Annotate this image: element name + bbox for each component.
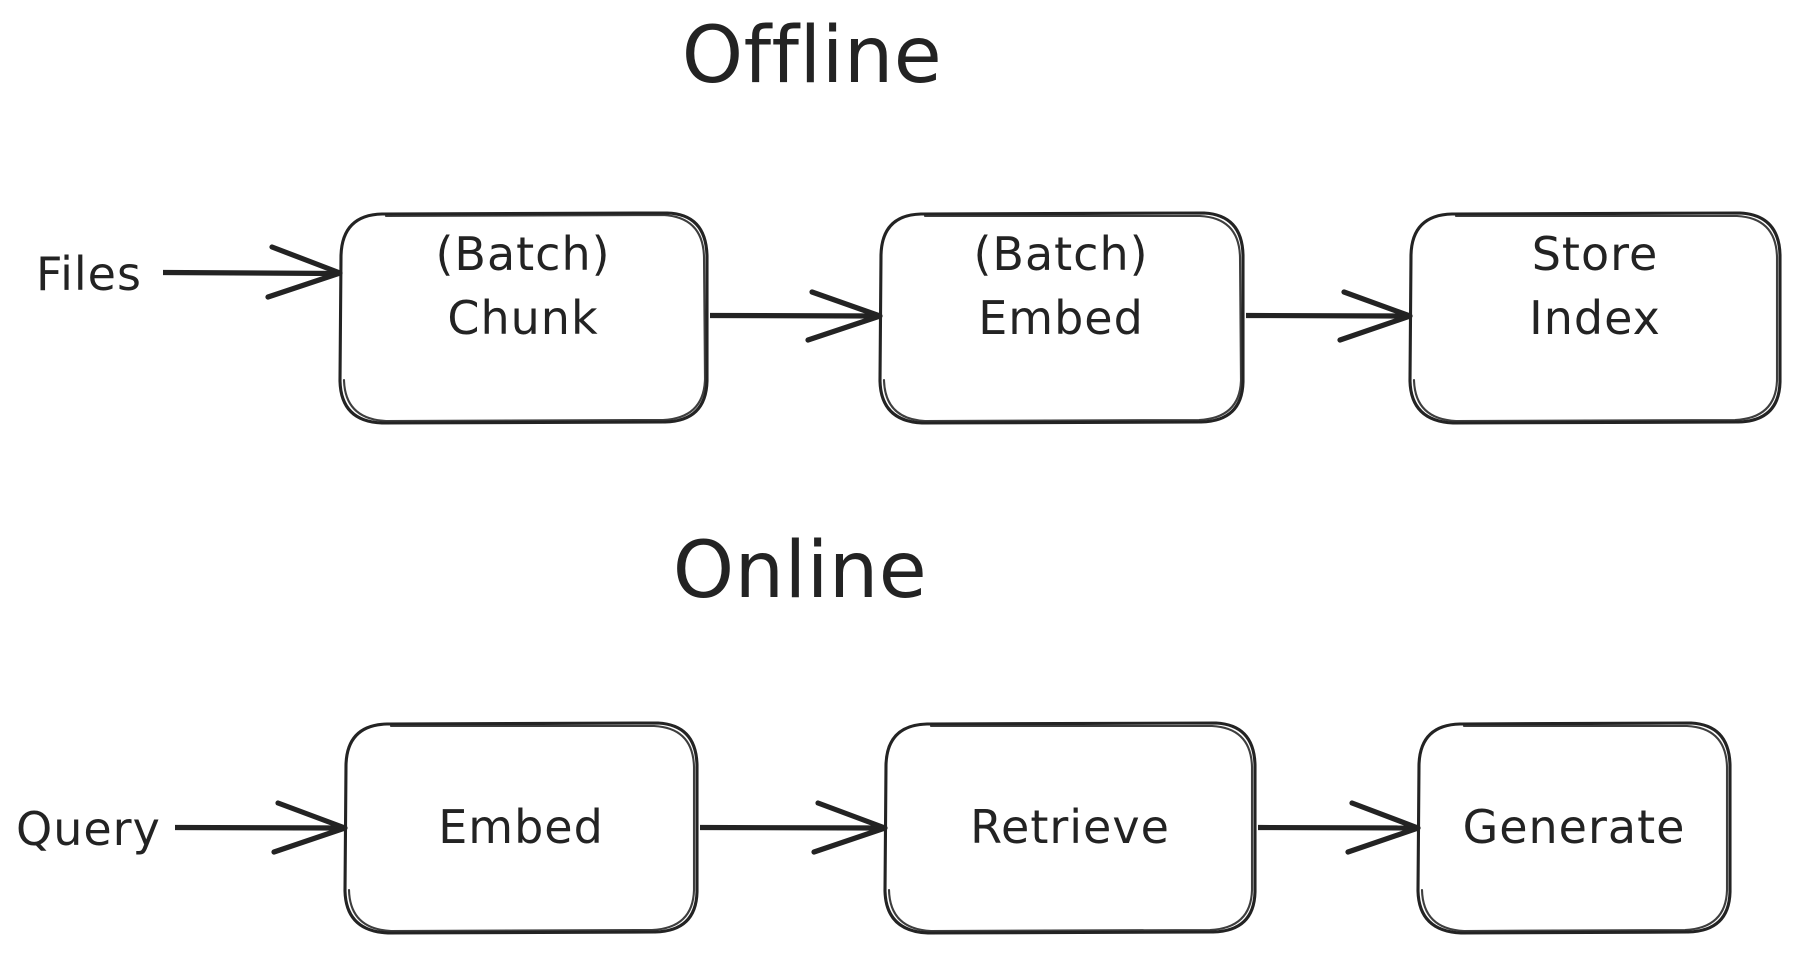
offline-section-title: Offline — [682, 11, 943, 101]
node-store-index-line1: Store — [1532, 227, 1659, 281]
node-batch-chunk[interactable]: (Batch) Chunk — [338, 211, 709, 425]
files-input-label: Files — [36, 247, 142, 301]
node-generate[interactable]: Generate — [1416, 721, 1732, 935]
node-retrieve[interactable]: Retrieve — [883, 721, 1257, 935]
node-retrieve-label: Retrieve — [970, 800, 1170, 854]
node-batch-chunk-line1: (Batch) — [435, 227, 610, 281]
edge-files-to-chunk — [162, 244, 343, 300]
node-batch-embed-line2: Embed — [978, 291, 1144, 345]
node-store-index-line2: Index — [1529, 291, 1661, 345]
query-input-label: Query — [16, 802, 161, 856]
node-store-index[interactable]: Store Index — [1408, 211, 1782, 425]
section-offline: Offline Files (Batch) Chunk — [36, 11, 1782, 425]
online-section-title: Online — [673, 526, 928, 616]
node-batch-chunk-line2: Chunk — [447, 291, 598, 345]
edge-chunk-to-embed — [709, 289, 883, 343]
edge-embed-to-store — [1245, 289, 1413, 343]
edge-embed-to-retrieve — [699, 800, 888, 855]
node-embed[interactable]: Embed — [343, 721, 699, 935]
node-batch-embed[interactable]: (Batch) Embed — [878, 211, 1245, 425]
section-online: Online Query Embed — [16, 526, 1732, 935]
node-embed-label: Embed — [438, 800, 604, 854]
edge-retrieve-to-generate — [1257, 800, 1421, 855]
node-generate-label: Generate — [1463, 800, 1686, 854]
edge-query-to-embed — [174, 800, 348, 855]
node-batch-embed-line1: (Batch) — [973, 227, 1148, 281]
